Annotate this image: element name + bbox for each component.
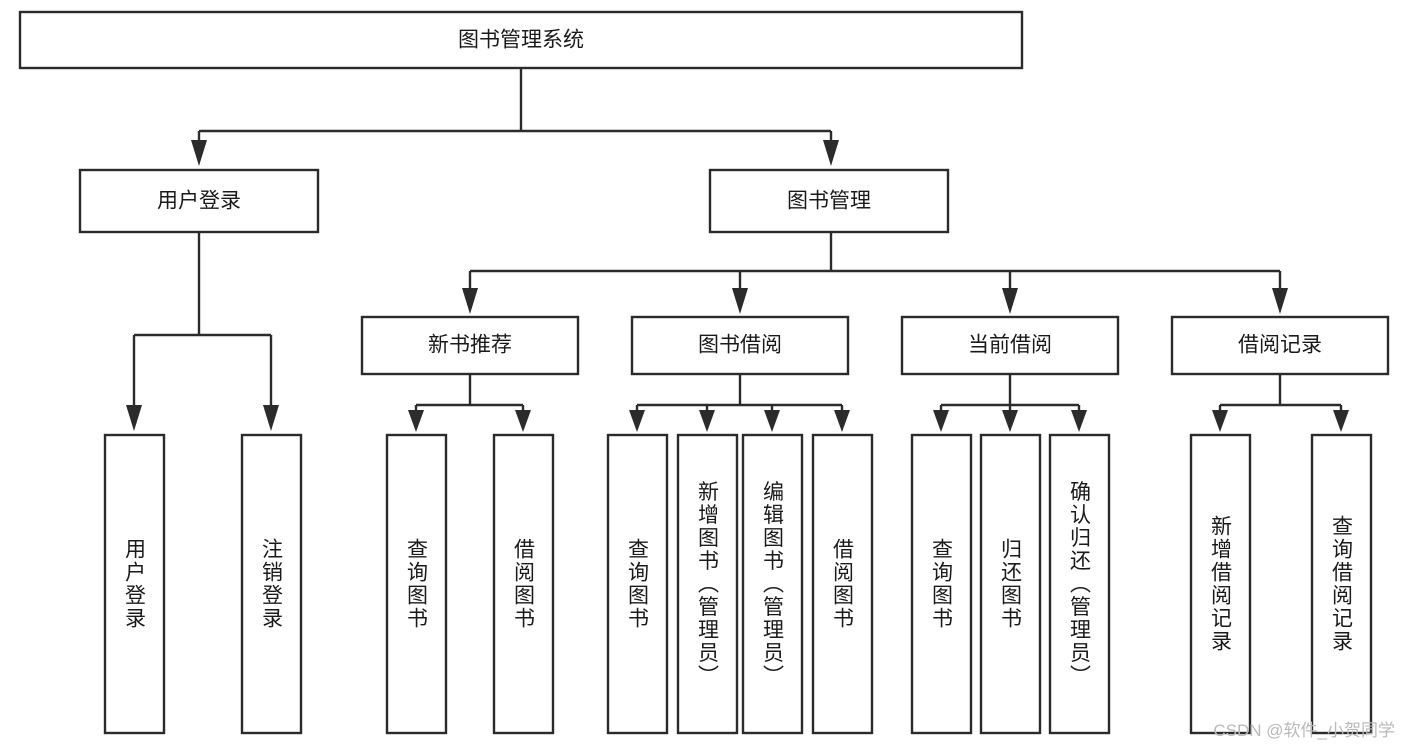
leaf-label: 新增借阅记录 [1209,515,1233,653]
connector-current-borrow-to-leaves [933,374,1087,432]
node-book-borrow[interactable]: 图书借阅 [630,315,850,376]
node-current-borrow-label: 当前借阅 [968,334,1052,357]
connector-book-mgmt-to-level3 [462,232,1288,314]
connector-user-login-to-leaves [126,232,279,431]
node-new-book-recommend[interactable]: 新书推荐 [360,315,580,376]
leaf-current-borrow-query[interactable]: 查询图书 [910,433,973,735]
leaf-label: 用户登录 [123,538,147,630]
leaf-current-borrow-return[interactable]: 归还图书 [979,433,1042,735]
node-user-login-label: 用户登录 [157,190,241,213]
leaf-new-book-query[interactable]: 查询图书 [385,433,448,735]
leaf-label: 注销登录 [260,538,284,630]
leaf-label: 借阅图书 [831,538,855,630]
leaf-label: 查询借阅记录 [1330,515,1354,653]
leaf-borrow-record-add[interactable]: 新增借阅记录 [1189,433,1252,735]
leaf-label: 编辑图书（管理员） [761,481,785,688]
connector-borrow-record-to-leaves [1212,374,1349,432]
node-user-login[interactable]: 用户登录 [78,168,320,234]
node-book-management[interactable]: 图书管理 [708,168,950,234]
node-book-management-label: 图书管理 [787,190,871,213]
leaf-book-borrow-add[interactable]: 新增图书（管理员） [676,433,739,735]
csdn-watermark: CSDN @软件_小贺同学 [1213,721,1395,740]
leaf-borrow-record-query[interactable]: 查询借阅记录 [1310,433,1373,735]
connector-new-book-to-leaves [408,374,531,432]
leaf-user-login-login[interactable]: 用户登录 [103,433,166,735]
node-root-label: 图书管理系统 [458,29,584,52]
leaf-book-borrow-edit[interactable]: 编辑图书（管理员） [741,433,804,735]
leaf-book-borrow-lend[interactable]: 借阅图书 [811,433,874,735]
leaf-label: 查询图书 [405,538,429,630]
leaf-new-book-borrow[interactable]: 借阅图书 [492,433,555,735]
node-root[interactable]: 图书管理系统 [18,10,1024,70]
node-current-borrow[interactable]: 当前借阅 [900,315,1120,376]
leaf-book-borrow-query[interactable]: 查询图书 [606,433,669,735]
leaf-label: 借阅图书 [512,538,536,630]
leaf-label: 新增图书（管理员） [696,481,720,688]
node-borrow-record-label: 借阅记录 [1238,334,1322,357]
leaf-label: 查询图书 [626,538,650,630]
connector-root-to-level2 [191,68,839,166]
node-borrow-record[interactable]: 借阅记录 [1170,315,1390,376]
node-new-book-recommend-label: 新书推荐 [428,334,512,357]
leaf-label: 确认归还（管理员） [1068,481,1092,688]
connector-book-borrow-to-leaves [629,374,850,432]
leaf-label: 查询图书 [930,538,954,630]
leaf-label: 归还图书 [999,538,1023,630]
node-book-borrow-label: 图书借阅 [698,334,782,357]
leaf-current-borrow-confirm[interactable]: 确认归还（管理员） [1048,433,1111,735]
leaf-user-login-logout[interactable]: 注销登录 [240,433,303,735]
